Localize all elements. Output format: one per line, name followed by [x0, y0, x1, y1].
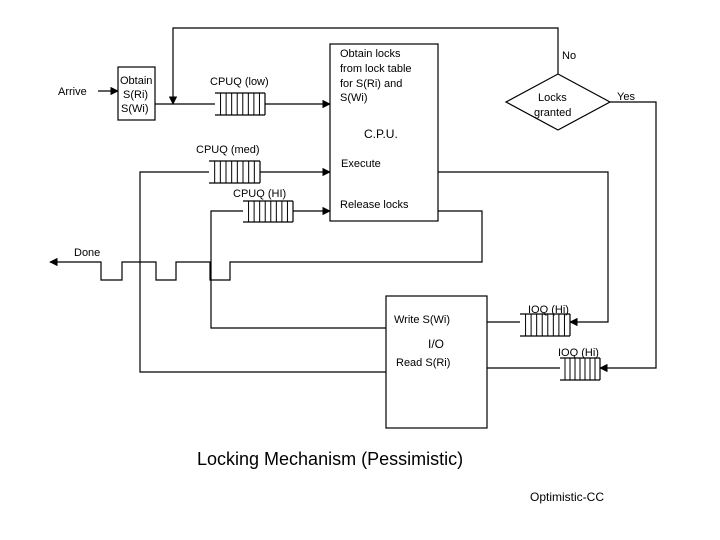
yes-label: Yes	[617, 91, 635, 103]
locks-granted-diamond	[504, 73, 612, 131]
arrive-label: Arrive	[58, 86, 87, 98]
cpuq-hi-loop-line	[210, 210, 386, 329]
ioq-bottom-queue	[560, 357, 601, 381]
ioq-top-label: IOQ (Hi)	[528, 304, 569, 316]
no-loop-line	[168, 27, 559, 105]
cpuq-med-queue	[209, 160, 261, 184]
cpuq-low-queue	[215, 92, 266, 116]
io-box	[385, 295, 488, 429]
cpu-box	[329, 43, 439, 222]
execute-label: Execute	[341, 158, 381, 170]
obtain-label-3: S(Wi)	[121, 103, 149, 115]
locks-granted-line-2: granted	[534, 107, 571, 119]
locks-granted-line-1: Locks	[538, 92, 567, 104]
no-label: No	[562, 50, 576, 62]
footer-label: Optimistic-CC	[530, 490, 604, 504]
cpuq-med-line	[139, 171, 386, 373]
cpuq-hi-queue	[243, 200, 294, 223]
obtain-locks-line-4: S(Wi)	[340, 92, 368, 104]
obtain-label-2: S(Ri)	[123, 89, 148, 101]
release-line	[49, 210, 483, 281]
read-label: Read S(Ri)	[396, 357, 450, 369]
cpuq-med-label: CPUQ (med)	[196, 144, 260, 156]
ioq-top-queue	[520, 313, 571, 337]
write-label: Write S(Wi)	[394, 314, 450, 326]
release-locks-label: Release locks	[340, 199, 409, 211]
obtain-box	[117, 66, 156, 121]
cpuq-low-label: CPUQ (low)	[210, 76, 269, 88]
done-label: Done	[74, 247, 100, 259]
obtain-locks-line-1: Obtain locks	[340, 48, 401, 60]
cpu-label: C.P.U.	[364, 127, 398, 141]
obtain-locks-line-2: from lock table	[340, 63, 412, 75]
obtain-label-1: Obtain	[120, 75, 152, 87]
ioq-bottom-label: IOQ (Hi)	[558, 347, 599, 359]
io-label: I/O	[428, 337, 444, 351]
obtain-locks-line-3: for S(Ri) and	[340, 78, 402, 90]
yes-line	[599, 101, 657, 373]
diagram-title: Locking Mechanism (Pessimistic)	[197, 449, 463, 469]
execute-line	[438, 171, 609, 327]
cpuq-hi-label: CPUQ (HI)	[233, 188, 286, 200]
